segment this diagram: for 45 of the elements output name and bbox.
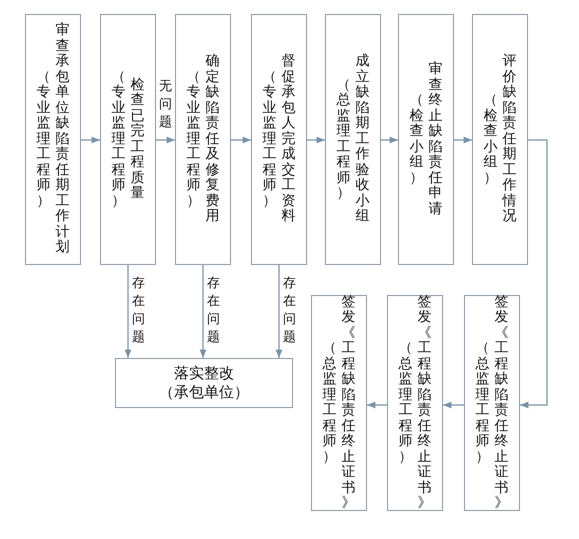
label-text: 检查已完工程质量	[130, 78, 146, 202]
arrow	[156, 136, 175, 144]
label-text: 确定缺陷责任及修复费用	[204, 54, 220, 225]
label-text: （专业监理工程师）	[36, 70, 52, 210]
label-text: （总监理工程师）	[398, 341, 414, 465]
label-text: 签发《工程缺陷责任终止证书》	[494, 294, 510, 512]
label-text: （检查小组）	[482, 93, 498, 186]
process-box	[311, 295, 367, 511]
label-text: 签发《工程缺陷责任终止证书》	[416, 294, 432, 512]
label-text: 成立缺陷期工作验收小组	[354, 54, 370, 225]
arrow	[454, 136, 472, 144]
process-box	[472, 14, 528, 265]
arrow	[381, 136, 398, 144]
label-text: 审查终止缺陷责任申请	[428, 62, 444, 217]
arrow	[200, 265, 206, 358]
arrow	[367, 402, 387, 408]
label-text: （总监理工程师）	[474, 341, 490, 465]
label-text: （总监理工程师）	[336, 78, 352, 202]
label-text: 落实整改	[174, 364, 234, 383]
label-text: 审查承包单位缺陷责任期工作计划	[54, 23, 70, 256]
label-text: 评价缺陷责任期工作情况	[501, 54, 518, 225]
process-box	[100, 14, 156, 265]
process-box	[398, 14, 454, 265]
label-text: （总监理工程师）	[322, 341, 338, 465]
process-box	[251, 14, 307, 265]
arrow	[307, 136, 325, 144]
label-text: （承包单位）	[159, 383, 249, 402]
label-text: 督促承包人完成交工资料	[280, 54, 296, 225]
process-box	[464, 295, 520, 511]
process-box	[25, 14, 81, 265]
arrow	[443, 402, 464, 408]
arrow	[520, 139, 548, 408]
arrow	[276, 265, 282, 358]
label-text: （专业监理工程师）	[110, 70, 126, 210]
process-box	[387, 295, 443, 511]
label-text: （专业监理工程师）	[262, 70, 278, 210]
label-text: 签发《工程缺陷责任终止证书》	[340, 294, 356, 512]
arrow	[124, 265, 132, 358]
process-box	[175, 14, 231, 265]
arrow	[231, 136, 251, 144]
process-box	[325, 14, 381, 265]
process-box	[115, 358, 293, 408]
label-text: （检查小组）	[408, 93, 424, 186]
label-text: （专业监理工程师）	[186, 70, 202, 210]
arrow	[81, 136, 100, 144]
